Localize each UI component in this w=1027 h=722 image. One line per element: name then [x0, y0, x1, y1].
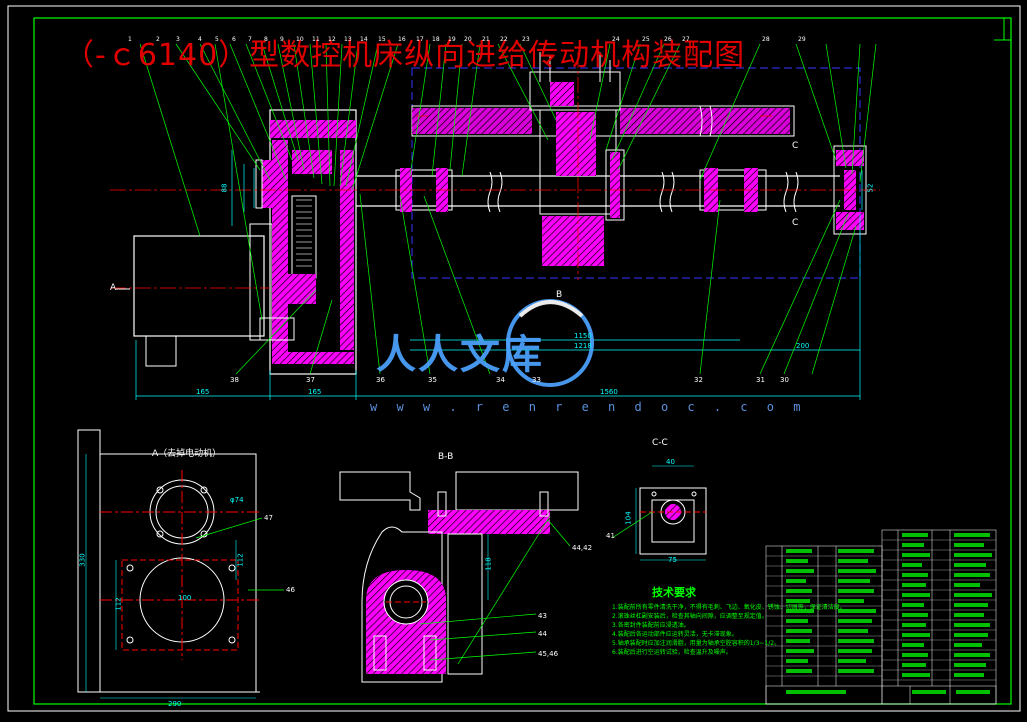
gearbox-housing — [255, 109, 357, 375]
part-number: 25 — [642, 36, 650, 43]
view-a-label: A（去掉电动机） — [152, 449, 222, 459]
dim-d12: 112 — [114, 597, 123, 611]
part-number: 3 — [176, 36, 180, 43]
part-number: 5 — [215, 36, 219, 43]
part-number: 10 — [296, 36, 304, 43]
dim-d5: 1218 — [574, 342, 592, 350]
part-number: 11 — [312, 36, 320, 43]
end-bearing — [833, 145, 867, 235]
outer-frame — [7, 5, 1021, 712]
part-number: 18 — [432, 36, 440, 43]
inner-frame — [33, 17, 1012, 705]
watermark-logo — [506, 299, 594, 387]
part-number: 16 — [398, 36, 406, 43]
arrow-a-label: A — [110, 283, 117, 293]
part-number: 30 — [780, 376, 789, 384]
tech-requirement-line: 2.滚珠丝杠副安装后，检查其轴向间隙，应调整至规定值。 — [612, 613, 768, 620]
watermark-chars: 人人文库 — [376, 332, 544, 378]
part-number: 13 — [344, 36, 352, 43]
part-number: 45,46 — [538, 650, 559, 658]
dim-d18: 88 — [220, 183, 229, 193]
part-number: 38 — [230, 376, 239, 384]
part-number: 19 — [448, 36, 456, 43]
part-number: 46 — [286, 586, 295, 594]
dim-d15: 104 — [624, 511, 633, 525]
dim-d16: 75 — [668, 556, 677, 564]
view-cc — [611, 465, 707, 561]
part-number: 29 — [798, 36, 806, 43]
nut-bracket — [529, 52, 625, 266]
drawing-title: （-ｃ6140）型数控机床纵向进给传动机构装配图 — [64, 38, 746, 73]
dim-d10: 112 — [236, 553, 245, 567]
dim-d4: 1150 — [574, 332, 592, 340]
part-number: 4 — [198, 36, 202, 43]
part-number: 2 — [156, 36, 160, 43]
top-rail — [411, 105, 795, 137]
dim-d13: 118 — [484, 557, 493, 571]
part-number: 26 — [664, 36, 672, 43]
part-number: 24 — [612, 36, 620, 43]
dim-d11: 100 — [178, 594, 192, 602]
part-number: 17 — [416, 36, 424, 43]
part-number: 20 — [464, 36, 472, 43]
part-number: 41 — [606, 532, 615, 540]
dim-d2: 165 — [308, 388, 322, 396]
part-number: 12 — [328, 36, 336, 43]
part-number: 28 — [762, 36, 770, 43]
dim-d3: 1560 — [600, 388, 618, 396]
arrow-c-bottom-label: C — [792, 218, 799, 228]
tech-requirement-line: 4.装配后各运动部件应运转灵活，无卡滞现象。 — [612, 631, 738, 638]
part-number: 14 — [360, 36, 368, 43]
part-number: 7 — [248, 36, 252, 43]
leader-lines — [139, 43, 877, 375]
dim-d7: 330 — [78, 553, 87, 567]
tech-requirement-line: 5.轴承装配时应加注润滑脂，用量为轴承空腔容积的1/3~1/2。 — [612, 640, 781, 647]
part-number: 31 — [756, 376, 765, 384]
table-outline — [411, 67, 861, 279]
part-number: 36 — [376, 376, 385, 384]
bom-rows — [766, 539, 996, 681]
dim-d8: 290 — [168, 700, 182, 708]
tech-requirement-line: 1.装配前所有零件清洗干净，不得有毛刺、飞边、氧化皮、锈蚀、切屑等，保证清洁度。 — [612, 604, 846, 611]
view-bb — [339, 471, 579, 683]
arrow-b-label: B — [556, 290, 563, 300]
dim-d1: 165 — [196, 388, 210, 396]
dim-d17: 52 — [866, 183, 875, 193]
part-number: 32 — [694, 376, 703, 384]
part-number: 34 — [496, 376, 505, 384]
tech-requirement-line: 3.各密封件装配前应浸透油。 — [612, 622, 690, 629]
part-number: 8 — [264, 36, 268, 43]
part-number: 44 — [538, 630, 547, 638]
part-number: 44,42 — [572, 544, 593, 552]
dimension-lines — [135, 150, 863, 400]
part-number: 1 — [128, 36, 132, 43]
view-bb-label: B-B — [438, 452, 454, 462]
part-number: 27 — [682, 36, 690, 43]
watermark-url: w w w . r e n r e n d o c . c o m — [370, 400, 807, 414]
tech-requirements-title: 技术要求 — [652, 586, 696, 599]
part-number: 37 — [306, 376, 315, 384]
view-a — [77, 429, 284, 699]
dim-d9: φ74 — [230, 496, 244, 504]
part-number: 43 — [538, 612, 547, 620]
part-number: 15 — [378, 36, 386, 43]
part-number: 33 — [532, 376, 541, 384]
part-number: 23 — [522, 36, 530, 43]
part-number: 9 — [280, 36, 284, 43]
part-number: 22 — [500, 36, 508, 43]
view-cc-label: C-C — [652, 438, 668, 448]
part-number: 6 — [232, 36, 236, 43]
part-number: 47 — [264, 514, 273, 522]
part-number: 21 — [482, 36, 490, 43]
dim-d6: 200 — [796, 342, 810, 350]
motor — [133, 223, 273, 367]
arrow-c-top-label: C — [792, 141, 799, 151]
tech-requirement-line: 6.装配后进行空运转试验，检查温升及噪声。 — [612, 649, 732, 656]
part-number: 35 — [428, 376, 437, 384]
dim-d14: 40 — [666, 458, 675, 466]
bom-cell-fills — [786, 533, 992, 694]
